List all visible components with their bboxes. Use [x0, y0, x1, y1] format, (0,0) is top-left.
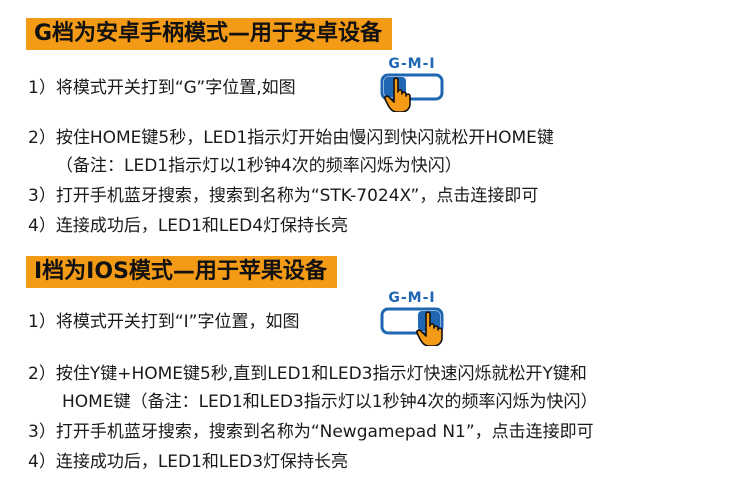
section-g-banner: G档为安卓手柄模式—用于安卓设备	[26, 18, 393, 50]
section-g-step-4: 4）连接成功后，LED1和LED4灯保持长亮	[28, 216, 349, 236]
mode-switch-i-icon: G-M-I	[380, 290, 452, 346]
pointing-hand-icon	[384, 77, 411, 112]
switch-body-icon	[380, 73, 444, 112]
mode-switch-g-icon: G-M-I	[380, 56, 452, 112]
section-g-step-2: 2）按住HOME键5秒，LED1指示灯开始由慢闪到快闪就松开HOME键	[28, 128, 554, 148]
section-i-banner: I档为IOS模式—用于苹果设备	[26, 256, 337, 288]
switch-body-icon	[380, 307, 444, 346]
switch-label: G-M-I	[388, 290, 436, 306]
section-g-step-1: 1）将模式开关打到“G”字位置,如图	[28, 78, 296, 98]
pointing-hand-icon	[416, 311, 443, 346]
section-i-step-2: 2）按住Y键+HOME键5秒,直到LED1和LED3指示灯快速闪烁就松开Y键和	[28, 364, 587, 384]
section-i-step-3: 3）打开手机蓝牙搜索，搜索到名称为“Newgamepad N1”，点击连接即可	[28, 422, 594, 442]
section-g-step-3: 3）打开手机蓝牙搜索，搜索到名称为“STK-7024X”，点击连接即可	[28, 186, 539, 206]
section-g-step-2-note: （备注：LED1指示灯以1秒钟4次的频率闪烁为快闪）	[56, 156, 462, 176]
section-i-step-4: 4）连接成功后，LED1和LED3灯保持长亮	[28, 452, 349, 472]
section-i-step-2-cont: HOME键（备注：LED1和LED3指示灯以1秒钟4次的频率闪烁为快闪）	[62, 392, 598, 412]
section-i-step-1: 1）将模式开关打到“I”字位置，如图	[28, 312, 300, 332]
switch-label: G-M-I	[388, 56, 436, 72]
